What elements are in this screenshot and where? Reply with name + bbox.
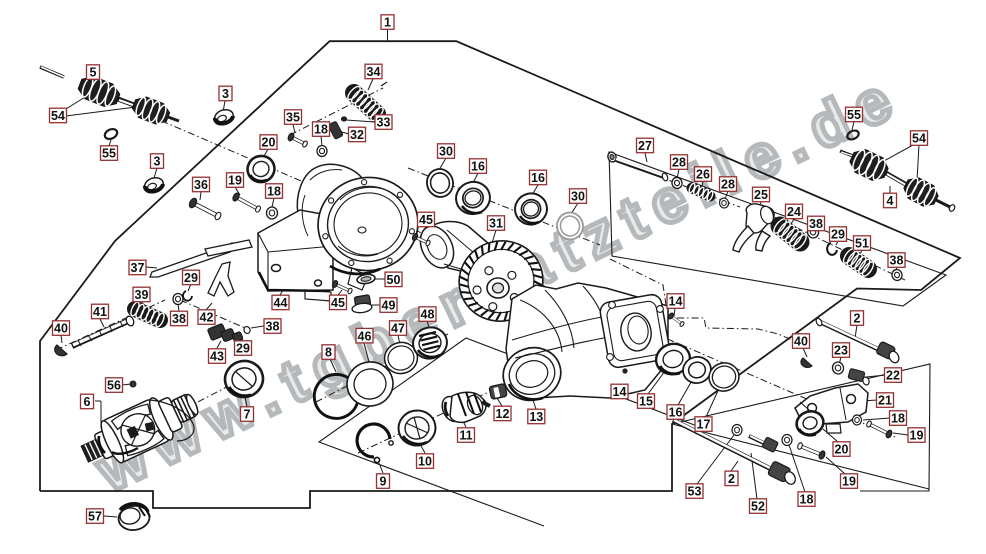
svg-text:8: 8 [325, 346, 332, 360]
svg-text:18: 18 [267, 185, 281, 199]
svg-text:36: 36 [194, 178, 208, 192]
svg-text:16: 16 [531, 171, 545, 185]
svg-text:53: 53 [688, 485, 702, 499]
svg-text:13: 13 [529, 410, 543, 424]
svg-text:46: 46 [358, 329, 372, 343]
svg-text:18: 18 [314, 123, 328, 137]
svg-text:49: 49 [382, 299, 396, 313]
svg-text:56: 56 [107, 379, 121, 393]
svg-text:2: 2 [728, 472, 735, 486]
svg-text:6: 6 [84, 395, 91, 409]
svg-text:33: 33 [377, 116, 391, 130]
svg-text:20: 20 [835, 443, 849, 457]
svg-text:38: 38 [172, 312, 186, 326]
svg-text:40: 40 [54, 322, 68, 336]
svg-text:19: 19 [910, 429, 924, 443]
svg-text:2: 2 [854, 312, 861, 326]
svg-text:38: 38 [809, 217, 823, 231]
svg-text:25: 25 [754, 188, 768, 202]
svg-text:54: 54 [51, 109, 65, 123]
svg-text:4: 4 [887, 194, 894, 208]
svg-text:45: 45 [331, 296, 345, 310]
svg-text:10: 10 [418, 455, 432, 469]
svg-text:14: 14 [669, 295, 683, 309]
svg-text:15: 15 [639, 395, 653, 409]
svg-text:19: 19 [842, 475, 856, 489]
svg-text:35: 35 [286, 111, 300, 125]
svg-text:5: 5 [90, 66, 97, 80]
svg-text:18: 18 [891, 412, 905, 426]
svg-text:55: 55 [847, 108, 861, 122]
svg-text:37: 37 [131, 261, 145, 275]
svg-text:28: 28 [672, 156, 686, 170]
svg-text:45: 45 [419, 213, 433, 227]
svg-text:11: 11 [459, 429, 472, 443]
svg-text:22: 22 [886, 369, 900, 383]
svg-text:24: 24 [787, 205, 801, 219]
svg-text:29: 29 [831, 228, 845, 242]
svg-text:1: 1 [384, 16, 391, 30]
svg-text:52: 52 [751, 500, 765, 514]
svg-text:23: 23 [834, 344, 848, 358]
svg-text:18: 18 [800, 493, 814, 507]
svg-text:12: 12 [496, 407, 510, 421]
svg-text:51: 51 [855, 237, 869, 251]
svg-text:3: 3 [222, 87, 229, 101]
svg-text:29: 29 [184, 271, 198, 285]
svg-text:17: 17 [697, 418, 711, 432]
svg-text:54: 54 [912, 132, 926, 146]
svg-text:47: 47 [391, 322, 405, 336]
svg-text:50: 50 [387, 273, 401, 287]
svg-text:38: 38 [266, 320, 280, 334]
svg-text:28: 28 [721, 178, 735, 192]
svg-text:7: 7 [244, 408, 251, 422]
svg-text:29: 29 [236, 342, 250, 356]
svg-text:20: 20 [262, 136, 276, 150]
svg-text:48: 48 [421, 308, 435, 322]
svg-text:16: 16 [669, 406, 683, 420]
svg-text:9: 9 [380, 475, 387, 489]
svg-text:34: 34 [367, 65, 381, 79]
svg-text:44: 44 [274, 296, 288, 310]
svg-text:3: 3 [154, 155, 161, 169]
svg-text:14: 14 [613, 385, 627, 399]
svg-text:30: 30 [439, 145, 453, 159]
svg-text:41: 41 [93, 305, 107, 319]
svg-text:55: 55 [102, 147, 116, 161]
svg-text:16: 16 [471, 160, 485, 174]
svg-text:26: 26 [696, 168, 710, 182]
svg-text:30: 30 [571, 190, 585, 204]
svg-text:57: 57 [88, 510, 102, 524]
svg-text:43: 43 [210, 350, 224, 364]
svg-text:32: 32 [350, 128, 364, 142]
svg-text:39: 39 [135, 288, 149, 302]
svg-text:21: 21 [878, 394, 892, 408]
svg-text:38: 38 [890, 254, 904, 268]
svg-text:42: 42 [200, 311, 214, 325]
svg-text:31: 31 [489, 217, 503, 231]
svg-text:40: 40 [794, 335, 808, 349]
svg-text:19: 19 [228, 174, 242, 188]
svg-text:27: 27 [638, 139, 652, 153]
